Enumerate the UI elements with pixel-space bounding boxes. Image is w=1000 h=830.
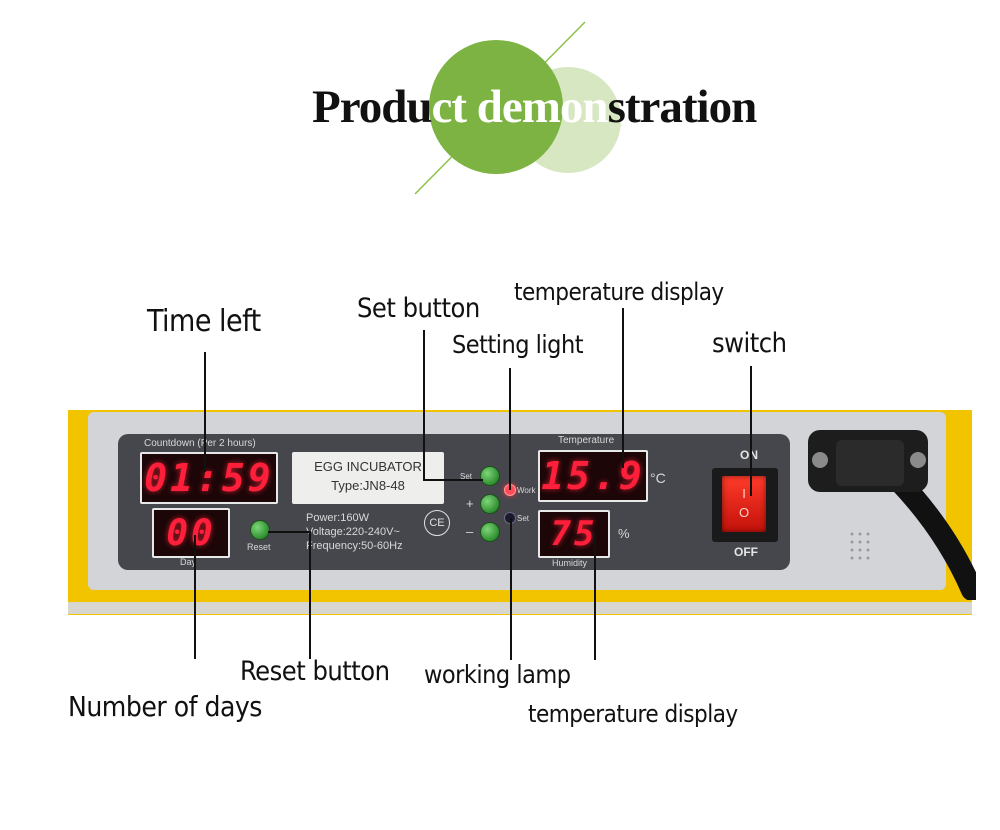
leader-working-lamp <box>510 518 512 660</box>
frequency-spec: Frequency:50-60Hz <box>306 540 403 552</box>
plus-button[interactable] <box>480 494 500 514</box>
leader-time-left <box>204 352 206 472</box>
reset-button[interactable] <box>250 520 270 540</box>
countdown-display: 01:59 <box>140 452 278 504</box>
leader-reset <box>309 531 311 659</box>
callout-working-lamp: working lamp <box>424 660 571 689</box>
callout-time-left: Time left <box>147 304 261 339</box>
day-label: Day <box>180 557 197 567</box>
callout-set-button: Set button <box>357 293 480 324</box>
title-decoration <box>414 21 621 195</box>
countdown-label: Countdown (Per 2 hours) <box>144 438 256 449</box>
leader-reset-h <box>268 531 310 533</box>
power-spec: Power:160W <box>306 512 369 524</box>
humidity-unit: % <box>618 526 630 541</box>
set-led-label: Set <box>517 514 530 523</box>
callout-switch: switch <box>712 328 787 359</box>
reset-label: Reset <box>247 542 271 552</box>
humidity-display: 75 <box>538 510 610 558</box>
minus-label: – <box>466 524 474 539</box>
temperature-label: Temperature <box>558 435 615 446</box>
callout-temperature-display-bottom: temperature display <box>528 700 738 728</box>
page-title: Product demonstration <box>312 81 757 133</box>
work-led-label: Work <box>517 486 536 495</box>
set-small-label: Set <box>460 472 473 481</box>
set-button[interactable] <box>480 466 500 486</box>
power-plug-icon <box>808 430 976 600</box>
leader-days <box>194 535 196 659</box>
callout-reset-button: Reset button <box>240 656 390 687</box>
plus-label: + <box>466 496 474 511</box>
switch-off-label: OFF <box>734 545 758 559</box>
leader-temperature-bottom <box>594 530 596 660</box>
temperature-display: 15.9 <box>538 450 648 502</box>
callout-number-of-days: Number of days <box>68 690 262 723</box>
day-display: 00 <box>152 508 230 558</box>
model-name: EGG INCUBATOR <box>314 459 422 474</box>
leader-set-button <box>423 330 425 480</box>
ce-mark-icon: CE <box>424 510 450 536</box>
humidity-label: Humidity <box>552 558 588 568</box>
leader-temperature-top <box>622 308 624 468</box>
callout-temperature-display-top: temperature display <box>514 278 724 306</box>
leader-switch <box>750 366 752 496</box>
minus-button[interactable] <box>480 522 500 542</box>
leader-setting-light <box>509 368 511 490</box>
model-info-box: EGG INCUBATOR Type:JN8-48 <box>292 452 444 504</box>
vent-holes <box>850 532 870 560</box>
model-type: Type:JN8-48 <box>331 478 405 493</box>
callout-setting-light: Setting light <box>452 330 584 359</box>
leader-set-button-h <box>423 479 483 481</box>
voltage-spec: Voltage:220-240V~ <box>306 526 400 538</box>
incubator-base <box>68 602 972 614</box>
switch-on-label: ON <box>740 448 758 462</box>
temperature-unit: °C <box>650 470 666 486</box>
